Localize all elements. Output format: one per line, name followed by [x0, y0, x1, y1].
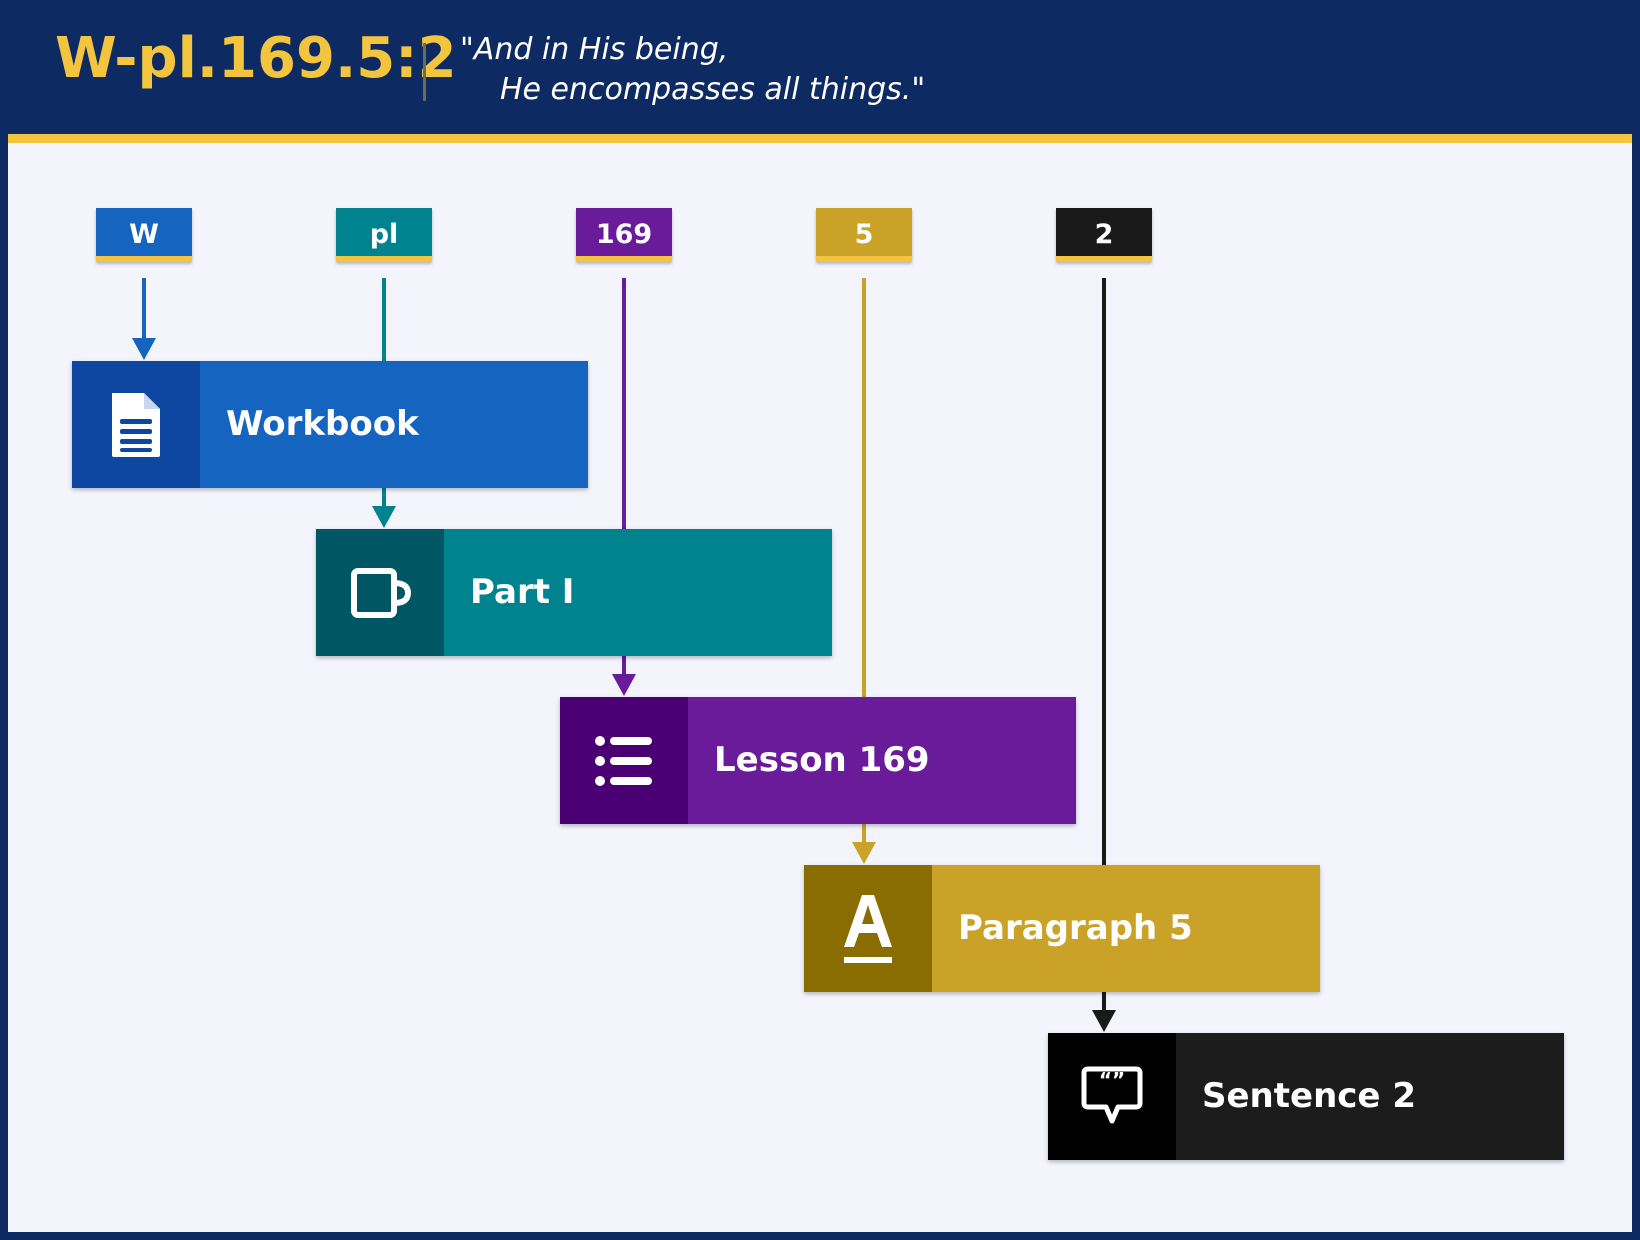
tag-w: W [96, 208, 192, 262]
reference-title: W-pl.169.5:2 [55, 26, 457, 91]
node-label-lesson: Lesson 169 [714, 740, 930, 780]
node-part: Part I [316, 529, 832, 656]
quote-bubble-icon: “” [1081, 1066, 1143, 1123]
paragraph-icon-box [804, 865, 932, 992]
document-icon [112, 392, 160, 457]
arrow-5 [852, 842, 876, 864]
tag-5: 5 [816, 208, 912, 262]
quote-text: "And in His being, He encompasses all th… [460, 30, 925, 110]
workbook-icon-box [72, 361, 200, 488]
arrow-pl [372, 506, 396, 528]
quote-line-2: He encompasses all things." [500, 72, 926, 107]
node-lesson: Lesson 169 [560, 697, 1076, 824]
header-bar: W-pl.169.5:2 "And in His being, He encom… [0, 0, 1640, 134]
node-label-workbook: Workbook [226, 404, 419, 444]
gold-divider [8, 134, 1632, 143]
list-icon [595, 735, 652, 786]
arrow-2 [1092, 1010, 1116, 1032]
title-divider [423, 43, 426, 101]
quote-line-1: "And in His being, [460, 32, 729, 67]
node-label-sentence: Sentence 2 [1202, 1076, 1416, 1116]
node-sentence: “” Sentence 2 [1048, 1033, 1564, 1160]
tag-169: 169 [576, 208, 672, 262]
node-workbook: Workbook [72, 361, 588, 488]
sentence-icon-box: “” [1048, 1033, 1176, 1160]
node-paragraph: Paragraph 5 [804, 865, 1320, 992]
tag-2: 2 [1056, 208, 1152, 262]
lesson-icon-box [560, 697, 688, 824]
arrow-169 [612, 674, 636, 696]
mug-icon [351, 567, 412, 618]
svg-text:“”: “” [1099, 1068, 1125, 1092]
tag-pl: pl [336, 208, 432, 262]
arrow-w [132, 338, 156, 360]
node-label-part: Part I [470, 572, 575, 612]
letter-a-icon [844, 894, 892, 963]
part-icon-box [316, 529, 444, 656]
node-label-paragraph: Paragraph 5 [958, 908, 1193, 948]
